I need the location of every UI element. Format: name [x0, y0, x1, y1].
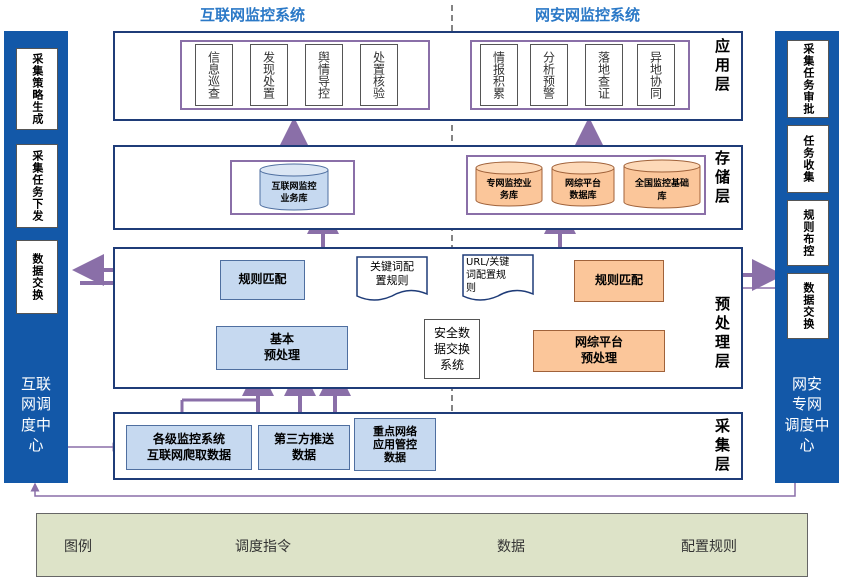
app-intel-accumulate[interactable]: 情报积累 — [480, 44, 518, 106]
collect-layer-label: 采集层 — [713, 418, 731, 475]
app-discover-handle[interactable]: 发现处置 — [250, 44, 288, 106]
right-system-title: 网安网监控系统 — [535, 6, 641, 24]
basic-preprocess[interactable]: 基本预处理 — [216, 326, 348, 370]
url-config-doc[interactable]: URL/关键 词配置规 则 — [466, 257, 510, 294]
left-system-title: 互联网监控系统 — [200, 6, 306, 24]
svg-text:数据库: 数据库 — [569, 189, 596, 201]
application-layer-label: 应用层 — [713, 38, 731, 95]
svg-text:库: 库 — [657, 190, 666, 202]
svg-text:专网监控业: 专网监控业 — [486, 177, 531, 189]
right-data-exchange-box[interactable]: 数据交换 — [787, 273, 829, 339]
rule-deploy-box[interactable]: 规则布控 — [787, 200, 829, 266]
url-config-doc-shape — [462, 254, 534, 301]
app-handle-verify[interactable]: 处置核验 — [360, 44, 398, 106]
svg-text:务库: 务库 — [500, 189, 518, 201]
right-db-cylinder-3[interactable]: 全国监控基础 库 — [622, 158, 702, 210]
left-db-cylinder[interactable]: 互联网监控 业务库 — [258, 162, 330, 212]
preprocess-layer-label: 预处理层 — [713, 296, 731, 372]
collect-strategy-box[interactable]: 采集策略生成 — [16, 48, 58, 130]
svg-text:网综平台: 网综平台 — [565, 177, 601, 189]
legend-box — [36, 513, 808, 577]
left-db-label-1: 互联网监控 — [271, 180, 316, 192]
collect-key-app-control[interactable]: 重点网络应用管控数据 — [354, 418, 436, 471]
keyword-config-doc-shape — [356, 256, 428, 301]
task-approval-box[interactable]: 采集任务审批 — [787, 40, 829, 118]
collect-task-dispatch-box[interactable]: 采集任务下发 — [16, 144, 58, 228]
task-collection-box[interactable]: 任务收集 — [787, 125, 829, 193]
collect-monitor-crawl[interactable]: 各级监控系统互联网爬取数据 — [126, 425, 252, 470]
svg-text:全国监控基础: 全国监控基础 — [634, 177, 689, 189]
arrow-bottom-dispatch — [30, 482, 796, 497]
legend-dispatch-label: 调度指令 — [235, 539, 291, 555]
right-db-cylinder-2[interactable]: 网综平台 数据库 — [550, 160, 616, 208]
legend-config-label: 配置规则 — [681, 539, 737, 555]
keyword-config-doc[interactable]: 关键词配 置规则 — [370, 260, 414, 288]
app-opinion-guide[interactable]: 舆情导控 — [305, 44, 343, 106]
rule-match-left[interactable]: 规则匹配 — [220, 260, 305, 300]
app-info-patrol[interactable]: 信息巡查 — [195, 44, 233, 106]
app-ground-verify[interactable]: 落地查证 — [585, 44, 623, 106]
netcomp-preprocess[interactable]: 网综平台预处理 — [533, 330, 665, 372]
security-dispatch-center-label: 网安 专网 调度中 心 — [784, 375, 830, 454]
internet-dispatch-center-label: 互联 网调 度中 心 — [20, 375, 51, 454]
left-data-exchange-box[interactable]: 数据交换 — [16, 240, 58, 314]
rule-match-right[interactable]: 规则匹配 — [574, 260, 664, 302]
collect-third-party-push[interactable]: 第三方推送数据 — [258, 425, 350, 470]
secure-data-exchange-system[interactable]: 安全数据交换系统 — [424, 319, 480, 379]
app-remote-collab[interactable]: 异地协同 — [637, 44, 675, 106]
left-db-label-2: 业务库 — [280, 192, 307, 204]
legend-data-label: 数据 — [497, 539, 525, 555]
app-analysis-warning[interactable]: 分析预警 — [530, 44, 568, 106]
storage-layer-label: 存储层 — [713, 150, 731, 207]
legend-title: 图例 — [64, 539, 92, 555]
right-db-cylinder-1[interactable]: 专网监控业 务库 — [474, 160, 544, 208]
